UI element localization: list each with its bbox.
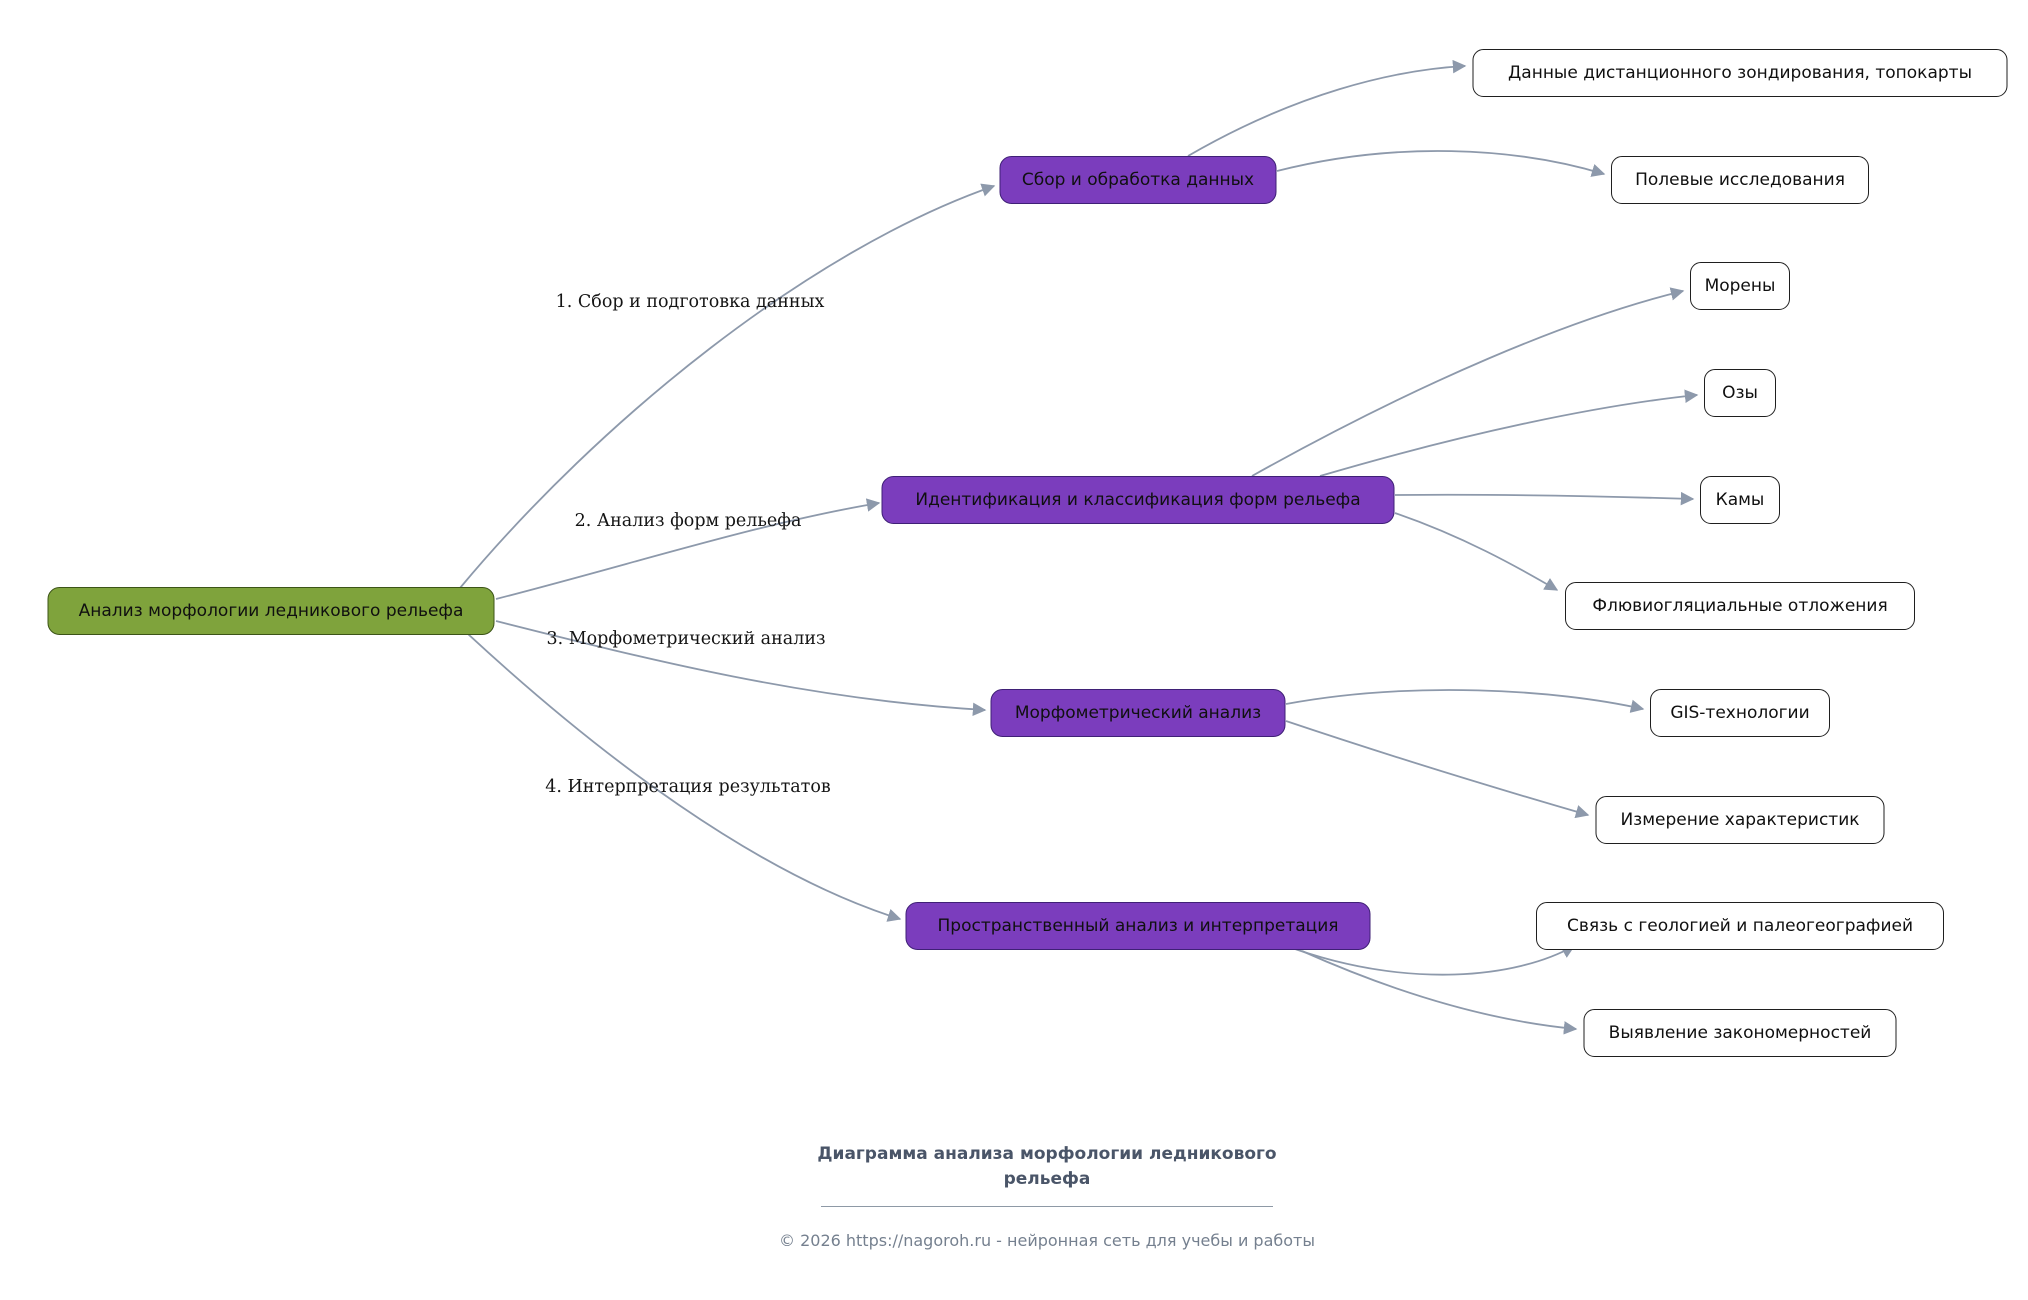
footer-copyright: © 2026 https://nagoroh.ru - нейронная се… <box>778 1231 1316 1251</box>
edge-label-step-3: 3. Морфометрический анализ <box>546 629 826 649</box>
edge-label-step-2: 2. Анализ форм рельефа <box>574 511 802 531</box>
leaf-node-gis: GIS-технологии <box>1650 689 1830 737</box>
footer-title-line2: рельефа <box>1003 1168 1091 1189</box>
leaf-node-geology-link: Связь с геологией и палеогеографией <box>1536 902 1944 950</box>
footer: Диаграмма анализа морфологии ледникового… <box>779 1142 1315 1250</box>
edge-label-step-4: 4. Интерпретация результатов <box>545 777 831 797</box>
edge-morphometric-to-gis <box>1285 689 1645 713</box>
edge-root-to-identification <box>495 498 881 600</box>
leaf-node-moraines: Морены <box>1690 262 1790 310</box>
edge-root-to-morphometric <box>495 620 987 717</box>
root-node: Анализ морфологии ледникового рельефа <box>47 587 495 635</box>
footer-divider <box>820 1206 1273 1208</box>
edge-identification-to-kames <box>1394 491 1695 506</box>
edge-collection-to-remote-data <box>1187 59 1467 157</box>
footer-title-line1: Диаграмма анализа морфологии ледникового <box>817 1144 1277 1164</box>
edge-identification-to-eskers <box>1319 389 1699 477</box>
branch-node-data-collection: Сбор и обработка данных <box>999 156 1277 204</box>
leaf-node-remote-data: Данные дистанционного зондирования, топо… <box>1472 49 2008 97</box>
edge-spatial-to-patterns <box>1301 950 1578 1035</box>
leaf-node-fluvioglacial: Флювиогляциальные отложения <box>1565 582 1915 630</box>
leaf-node-field-studies: Полевые исследования <box>1611 156 1869 204</box>
leaf-node-measurement: Измерение характеристик <box>1595 796 1885 844</box>
leaf-node-eskers: Озы <box>1704 369 1776 417</box>
edge-spatial-to-geology-link <box>1294 945 1576 976</box>
edge-root-to-data-collection <box>459 183 996 589</box>
edge-label-step-1: 1. Сбор и подготовка данных <box>555 292 825 312</box>
leaf-node-kames: Камы <box>1700 476 1780 524</box>
edge-morphometric-to-measurement <box>1285 720 1590 819</box>
edge-root-to-spatial <box>467 633 902 922</box>
edge-identification-to-fluvioglacial <box>1394 512 1559 591</box>
edge-collection-to-field-studies <box>1276 150 1606 177</box>
leaf-node-patterns: Выявление закономерностей <box>1583 1009 1897 1057</box>
branch-node-identification: Идентификация и классификация форм релье… <box>881 476 1395 524</box>
edge-identification-to-moraines <box>1251 287 1685 477</box>
branch-node-spatial: Пространственный анализ и интерпретация <box>905 902 1371 950</box>
branch-node-morphometric: Морфометрический анализ <box>990 689 1286 737</box>
